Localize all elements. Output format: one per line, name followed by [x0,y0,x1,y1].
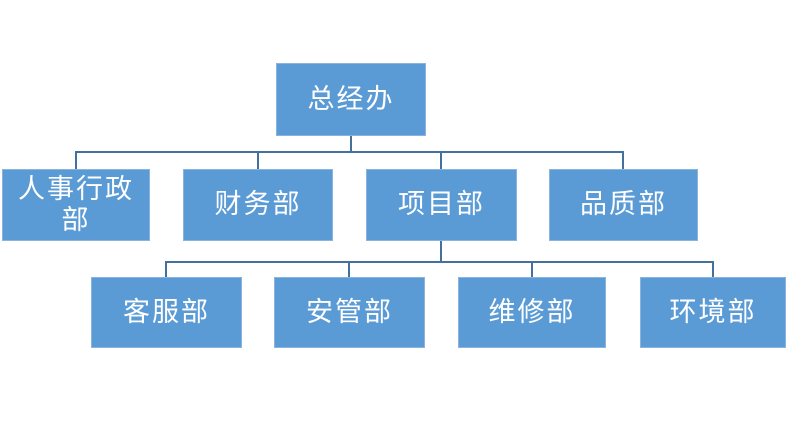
node-label: 环境部 [669,296,757,327]
node-environment-dept[interactable]: 环境部 [640,277,786,348]
node-finance-dept[interactable]: 财务部 [183,169,333,241]
connector-level3-bus [165,261,714,263]
node-label: 人事行政部 [18,173,134,235]
connector-level2-bus [75,151,624,153]
node-label: 客服部 [123,296,210,327]
node-label: 项目部 [398,189,485,220]
connector-drop-maintenance [531,261,533,277]
connector-drop-quality [622,151,624,169]
node-hr-admin-dept[interactable]: 人事行政部 [2,169,150,241]
connector-root-stem [350,136,352,152]
connector-drop-environment [712,261,714,277]
node-general-manager-office[interactable]: 总经办 [276,63,426,136]
node-quality-dept[interactable]: 品质部 [549,169,698,241]
node-project-dept[interactable]: 项目部 [366,169,517,241]
connector-drop-customer-service [165,261,167,277]
connector-drop-finance [257,151,259,169]
node-label: 品质部 [580,189,667,220]
node-customer-service-dept[interactable]: 客服部 [91,277,242,348]
node-label: 总经办 [307,83,395,114]
connector-project-stem [440,241,442,262]
node-label: 维修部 [488,296,576,327]
node-security-dept[interactable]: 安管部 [274,277,425,348]
node-label: 财务部 [214,189,302,220]
connector-drop-project [440,151,442,169]
node-label: 安管部 [306,296,393,327]
connector-drop-hr-admin [75,151,77,169]
node-maintenance-dept[interactable]: 维修部 [458,277,606,348]
connector-drop-security [348,261,350,277]
